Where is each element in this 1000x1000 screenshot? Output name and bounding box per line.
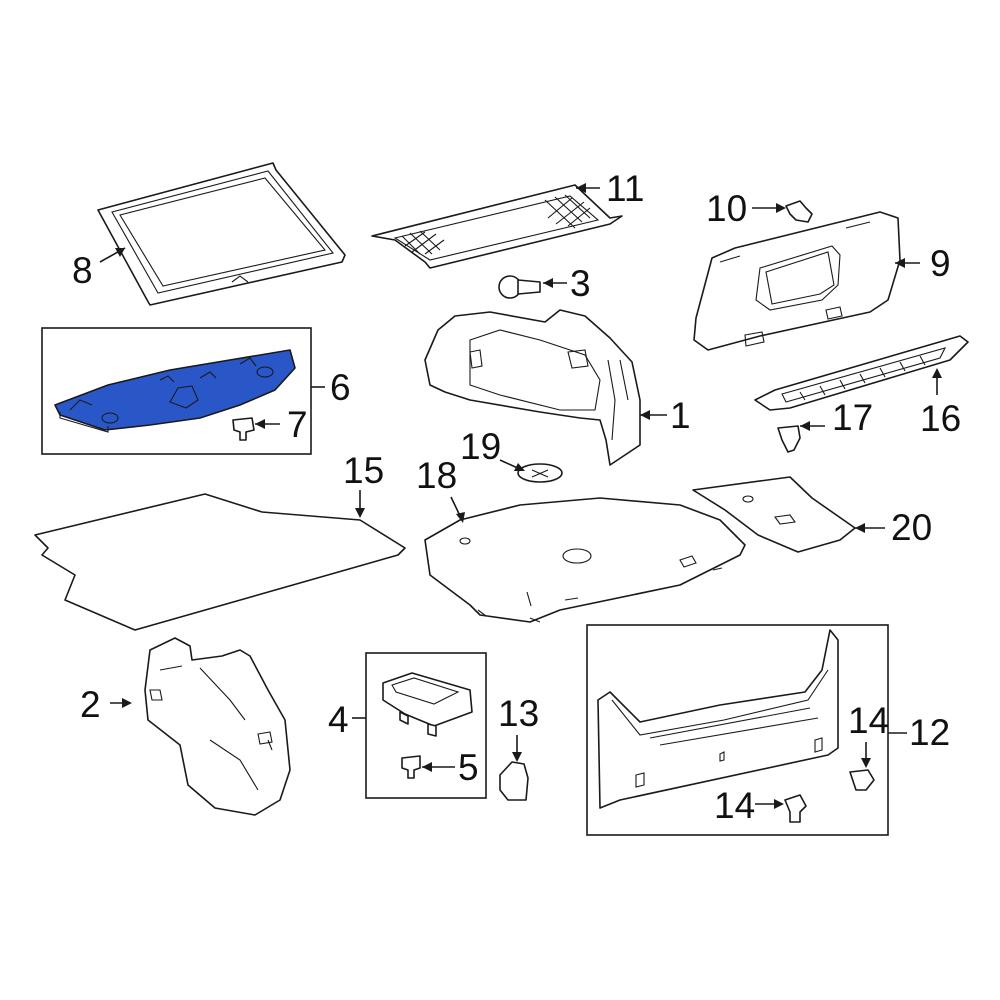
callout-5: 5: [458, 747, 479, 788]
callout-15: 15: [343, 450, 384, 491]
callout-17: 17: [832, 397, 873, 438]
callout-11: 11: [606, 168, 644, 209]
part-7-screw[interactable]: [232, 417, 255, 441]
callout-4: 4: [328, 699, 349, 740]
callout-3: 3: [570, 263, 591, 304]
part-6-package-tray[interactable]: [54, 349, 296, 433]
part-4-tray[interactable]: [382, 672, 473, 737]
part-12-rear-trim[interactable]: [597, 629, 839, 809]
part-8-frame[interactable]: [97, 162, 346, 306]
callout-14-a: 14: [848, 700, 889, 741]
callout-7: 7: [287, 404, 308, 445]
part-17-clip[interactable]: [777, 425, 801, 453]
part-13-clip[interactable]: [499, 761, 529, 801]
leader-lines: [99, 183, 942, 809]
callout-2: 2: [80, 684, 101, 725]
callout-18: 18: [416, 455, 457, 496]
callout-12: 12: [909, 712, 950, 753]
group-box-6-7: [41, 327, 312, 455]
part-9-side-panel[interactable]: [693, 211, 901, 351]
callout-20: 20: [891, 507, 932, 548]
part-16-sill-plate[interactable]: [754, 335, 969, 411]
group-box-12-14: [586, 624, 889, 836]
callout-10: 10: [706, 188, 747, 229]
part-20-mat[interactable]: [692, 476, 856, 553]
part-1-quarter-trim[interactable]: [424, 309, 641, 466]
group-box-4-5: [365, 652, 487, 799]
callout-14-b: 14: [714, 785, 755, 826]
part-2-side-trim[interactable]: [144, 637, 291, 816]
part-18-floor-board[interactable]: [424, 497, 746, 623]
callout-8: 8: [72, 250, 93, 291]
part-14-clip-a[interactable]: [784, 794, 807, 823]
part-10-clip[interactable]: [785, 200, 813, 223]
callout-16: 16: [920, 398, 961, 439]
part-15-trunk-mat[interactable]: [34, 493, 406, 631]
callout-1: 1: [670, 395, 691, 436]
part-14-clip-b[interactable]: [849, 769, 875, 791]
callout-9: 9: [930, 243, 951, 284]
callout-6: 6: [330, 367, 351, 408]
callout-19: 19: [460, 426, 501, 467]
part-11-cargo-net[interactable]: [371, 184, 623, 269]
callout-13: 13: [498, 693, 539, 734]
part-19-plug[interactable]: [517, 463, 563, 483]
part-5-screw[interactable]: [401, 755, 421, 779]
part-3-clip[interactable]: [498, 275, 541, 299]
